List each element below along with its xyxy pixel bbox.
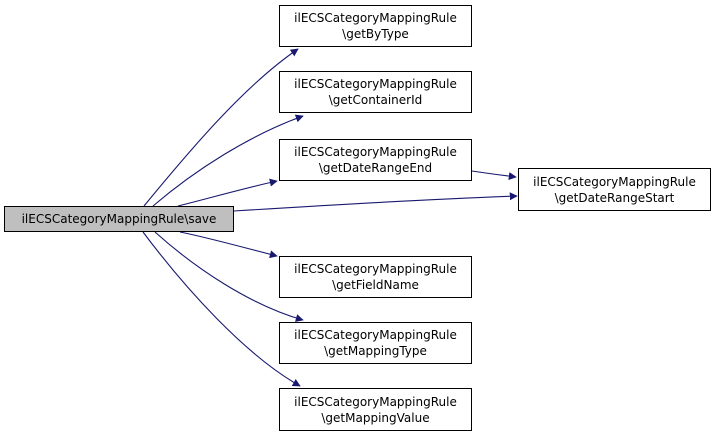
node-getFieldName-line1: ilECSCategoryMappingRule [294,262,457,276]
node-getMappingType-line1: ilECSCategoryMappingRule [294,328,457,342]
node-getMappingValue-line1: ilECSCategoryMappingRule [294,394,457,409]
node-getByType-line2: \getByType [342,27,409,41]
edge-save-to-getMappingValue [142,231,301,387]
node-getDateRangeEnd-line2: \getDateRangeEnd [318,161,433,175]
node-save[interactable]: ilECSCategoryMappingRule\save [4,206,234,232]
node-getFieldName-line2: \getFieldName [332,278,419,292]
node-getDateRangeStart[interactable]: ilECSCategoryMappingRule \getDateRangeSt… [518,168,711,211]
node-getContainerId[interactable]: ilECSCategoryMappingRule \getContainerId [279,71,472,113]
edge-save-to-getMappingType [154,231,304,322]
edge-getDateRangeEnd-to-getDateRangeStart [471,170,517,181]
edge-save-to-getByType [143,48,299,207]
node-getByType[interactable]: ilECSCategoryMappingRule \getByType [279,5,472,47]
node-getDateRangeStart-line2: \getDateRangeStart [554,190,675,205]
node-getMappingValue-line2: \getMappingValue [321,410,430,425]
edge-save-to-getDateRangeEnd [177,178,278,207]
edge-save-to-getContainerId [152,114,304,207]
node-save-label: ilECSCategoryMappingRule\save [21,212,217,226]
node-getContainerId-line2: \getContainerId [328,93,423,107]
node-getDateRangeEnd-line1: ilECSCategoryMappingRule [294,145,457,159]
node-getDateRangeEnd[interactable]: ilECSCategoryMappingRule \getDateRangeEn… [279,139,472,181]
node-getMappingValue[interactable]: ilECSCategoryMappingRule \getMappingValu… [279,388,472,431]
node-getByType-line1: ilECSCategoryMappingRule [294,11,457,25]
edge-save-to-getFieldName [179,231,278,259]
node-getDateRangeStart-line1: ilECSCategoryMappingRule [533,174,696,189]
node-getContainerId-line1: ilECSCategoryMappingRule [294,77,457,91]
node-getMappingType-line2: \getMappingType [324,344,427,358]
edge-save-to-getDateRangeStart [233,192,518,212]
node-getFieldName[interactable]: ilECSCategoryMappingRule \getFieldName [279,256,472,298]
node-getMappingType[interactable]: ilECSCategoryMappingRule \getMappingType [279,322,472,364]
